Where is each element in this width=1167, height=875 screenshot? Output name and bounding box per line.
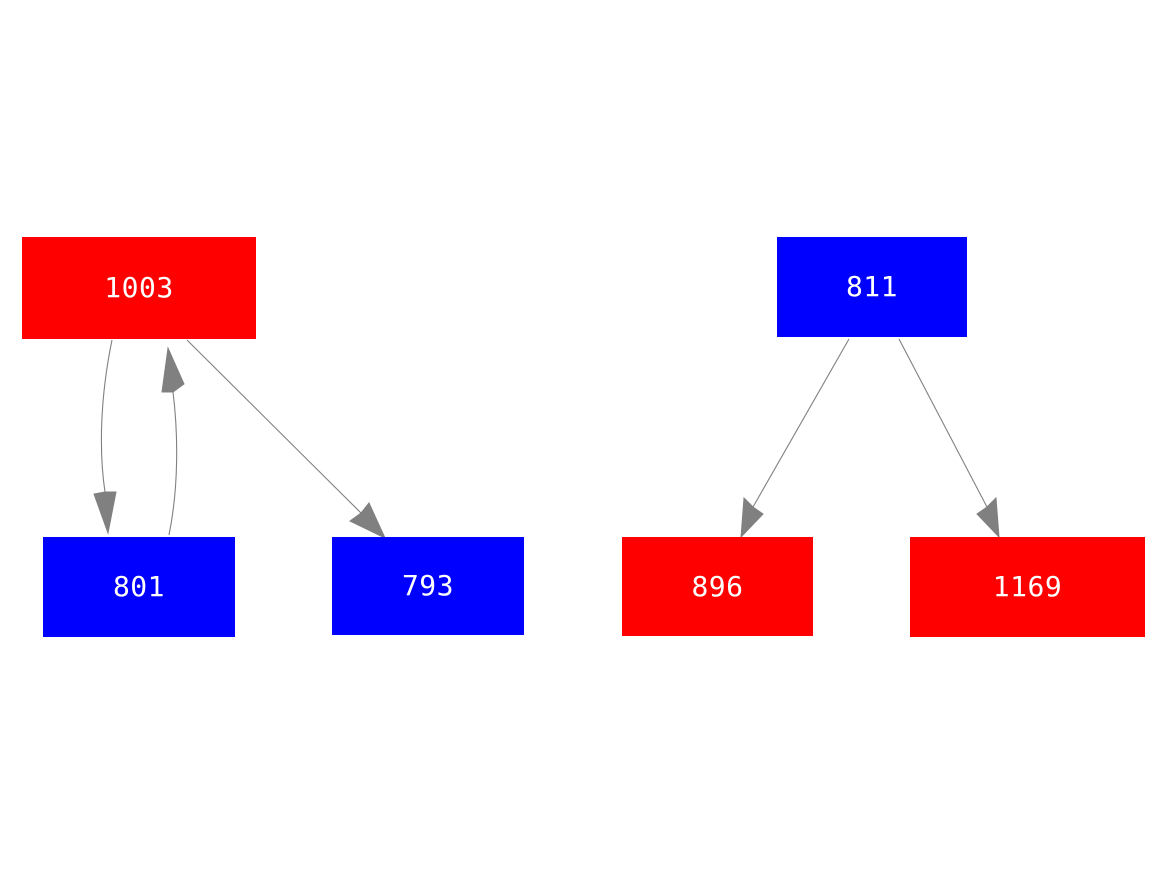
node-label: 801 bbox=[112, 570, 166, 603]
graph-node-1003[interactable]: 1003 bbox=[22, 237, 256, 339]
edge-801-to-1003 bbox=[161, 346, 185, 536]
graph-node-896[interactable]: 896 bbox=[622, 537, 813, 636]
graph-node-801[interactable]: 801 bbox=[43, 537, 235, 637]
node-label: 1003 bbox=[104, 271, 174, 304]
node-label: 793 bbox=[401, 569, 455, 602]
edge-1003-to-793 bbox=[186, 339, 387, 540]
node-label: 811 bbox=[845, 270, 899, 303]
node-label: 1169 bbox=[992, 570, 1063, 603]
edge-1003-to-801 bbox=[93, 339, 117, 535]
edge-811-to-896 bbox=[740, 338, 850, 539]
edge-811-to-1169 bbox=[898, 338, 1000, 539]
node-label: 896 bbox=[691, 569, 744, 603]
graph-node-1169[interactable]: 1169 bbox=[910, 537, 1145, 637]
graph-node-793[interactable]: 793 bbox=[332, 537, 524, 635]
graph-node-811[interactable]: 811 bbox=[777, 237, 967, 337]
